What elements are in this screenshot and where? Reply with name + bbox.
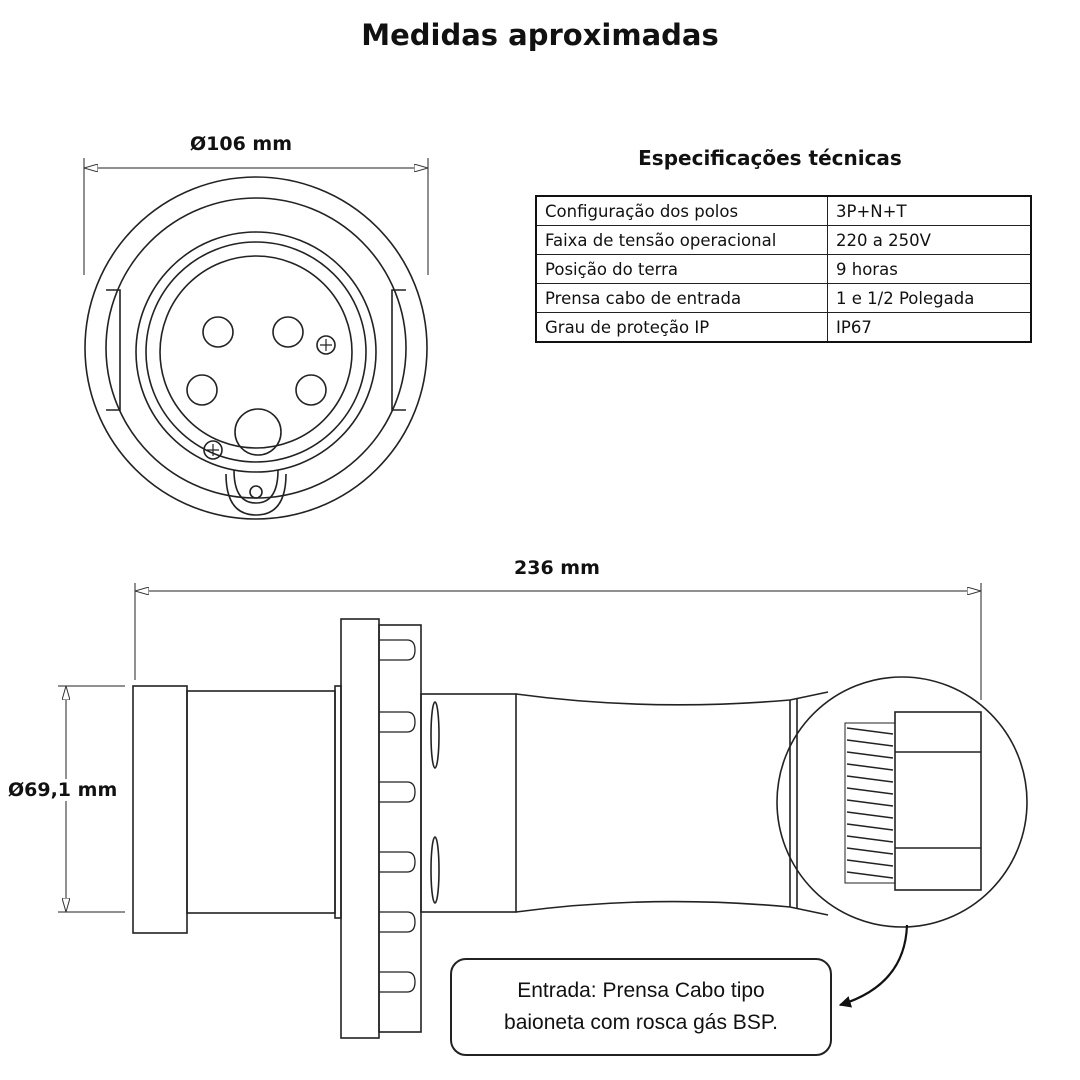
spec-value: 1 e 1/2 Polegada — [827, 283, 1032, 313]
specs-title: Especificações técnicas — [638, 146, 902, 170]
spec-value: 3P+N+T — [827, 195, 1032, 226]
pin-2 — [272, 316, 304, 348]
front-view — [83, 158, 429, 520]
pin-3 — [186, 374, 218, 406]
callout-box: Entrada: Prensa Cabo tipo baioneta com r… — [450, 958, 832, 1056]
screw-icon — [316, 335, 336, 355]
pin-1 — [202, 316, 234, 348]
length-label: 236 mm — [514, 557, 600, 579]
callout-line-1: Entrada: Prensa Cabo tipo — [517, 979, 765, 1002]
earth-pin — [234, 408, 282, 456]
spec-label: Posição do terra — [535, 254, 828, 284]
screw-icon — [203, 440, 223, 460]
side-view — [58, 583, 1028, 1039]
spec-value: IP67 — [827, 312, 1032, 343]
spec-label: Faixa de tensão operacional — [535, 225, 828, 255]
page-title: Medidas aproximadas — [361, 18, 719, 52]
pin-4 — [295, 374, 327, 406]
detail-circle — [776, 676, 1028, 928]
side-diameter-label: Ø69,1 mm — [8, 779, 118, 801]
spec-label: Configuração dos polos — [535, 195, 828, 226]
front-diameter-label: Ø106 mm — [190, 133, 293, 155]
callout-line-2: baioneta com rosca gás BSP. — [504, 1011, 778, 1034]
spec-value: 220 a 250V — [827, 225, 1032, 255]
spec-label: Grau de proteção IP — [535, 312, 828, 343]
callout-arrow — [838, 924, 909, 1008]
spec-label: Prensa cabo de entrada — [535, 283, 828, 313]
spec-value: 9 horas — [827, 254, 1032, 284]
